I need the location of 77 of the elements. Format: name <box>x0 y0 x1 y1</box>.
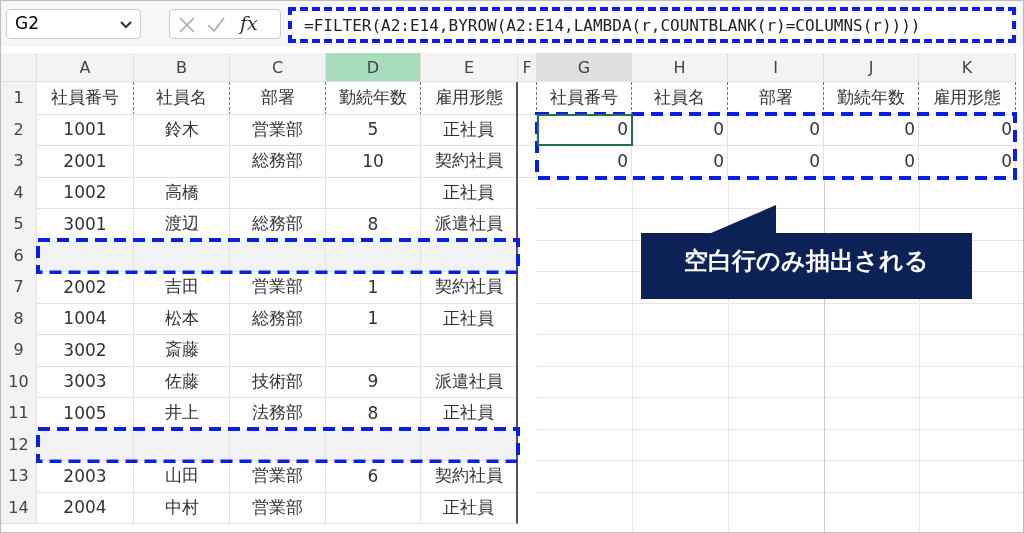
column-header: K <box>919 53 1016 82</box>
header-cell: 勤続年数 <box>824 82 919 115</box>
table-cell: 0 <box>824 113 919 146</box>
header-cell: 社員番号 <box>537 82 632 115</box>
table-cell: 総務部 <box>230 145 326 178</box>
table-cell: 技術部 <box>230 365 326 398</box>
row-number: 7 <box>1 271 37 304</box>
table-cell: 2002 <box>37 271 134 304</box>
column-header: H <box>632 53 728 82</box>
table-cell: 2003 <box>37 460 134 493</box>
table-cell: 営業部 <box>230 460 326 493</box>
table-cell: 斎藤 <box>134 334 230 367</box>
table-cell: 3003 <box>37 365 134 398</box>
table-cell: 2001 <box>37 145 134 178</box>
header-cell: 部署 <box>728 82 824 115</box>
column-header: J <box>824 53 919 82</box>
header-cell: 雇用形態 <box>919 82 1016 115</box>
table-cell: 1004 <box>37 302 134 335</box>
column-header: C <box>230 53 326 82</box>
header-cell: 雇用形態 <box>421 82 518 115</box>
table-cell: 松本 <box>134 302 230 335</box>
table-cell: 5 <box>326 113 421 146</box>
table-cell: 営業部 <box>230 271 326 304</box>
row-number: 3 <box>1 145 37 178</box>
column-header: D <box>326 53 421 82</box>
table-cell: 営業部 <box>230 491 326 524</box>
function-label: fx <box>240 12 258 34</box>
header-cell: 部署 <box>230 82 326 115</box>
table-cell: 0 <box>728 113 824 146</box>
table-cell: 正社員 <box>421 491 518 524</box>
table-cell: 中村 <box>134 491 230 524</box>
table-cell: 佐藤 <box>134 365 230 398</box>
header-cell: 社員名 <box>632 82 728 115</box>
row-number: 13 <box>1 460 37 493</box>
table-cell: 10 <box>326 145 421 178</box>
table-cell: 吉田 <box>134 271 230 304</box>
table-cell: 鈴木 <box>134 113 230 146</box>
formula-field: =FILTER(A2:E14,BYROW(A2:E14,LAMBDA(r,COUNTBLANK(r)=COLUMNS(r)))) <box>288 7 1016 43</box>
table-cell: 9 <box>326 365 421 398</box>
header-cell: 社員名 <box>134 82 230 115</box>
table-cell: 1001 <box>37 113 134 146</box>
table-cell: 1002 <box>37 176 134 209</box>
callout-box <box>641 205 972 299</box>
row-number: 9 <box>1 334 37 367</box>
column-header: E <box>421 53 518 82</box>
callout-text: 空白行のみ抽出される <box>683 246 930 277</box>
row-number: 11 <box>1 397 37 430</box>
column-header: F <box>518 53 537 82</box>
table-cell: 正社員 <box>421 302 518 335</box>
table-cell: 山田 <box>134 460 230 493</box>
table-cell: 0 <box>632 113 728 146</box>
table-cell: 契約社員 <box>421 145 518 178</box>
table-cell: 3002 <box>37 334 134 367</box>
table-cell: 総務部 <box>230 302 326 335</box>
column-header: A <box>37 53 134 82</box>
table-cell: 正社員 <box>421 113 518 146</box>
table-cell: 正社員 <box>421 176 518 209</box>
table-cell: 0 <box>919 113 1016 146</box>
row-number: 14 <box>1 491 37 524</box>
table-cell: 1 <box>326 302 421 335</box>
row-number: 5 <box>1 208 37 241</box>
row-number: 1 <box>1 82 37 115</box>
header-cell: 社員番号 <box>37 82 134 115</box>
cell-reference: G2 <box>15 13 39 33</box>
table-cell: 高橋 <box>134 176 230 209</box>
column-header: B <box>134 53 230 82</box>
table-cell: 派遣社員 <box>421 365 518 398</box>
table-cell: 契約社員 <box>421 460 518 493</box>
table-cell: 契約社員 <box>421 271 518 304</box>
table-cell: 0 <box>537 113 632 146</box>
table-cell: 営業部 <box>230 113 326 146</box>
column-header: I <box>728 53 824 82</box>
table-cell: 6 <box>326 460 421 493</box>
table-cell: 1 <box>326 271 421 304</box>
column-header: G <box>537 53 632 82</box>
table-cell: 2004 <box>37 491 134 524</box>
header-cell: 勤続年数 <box>326 82 421 115</box>
